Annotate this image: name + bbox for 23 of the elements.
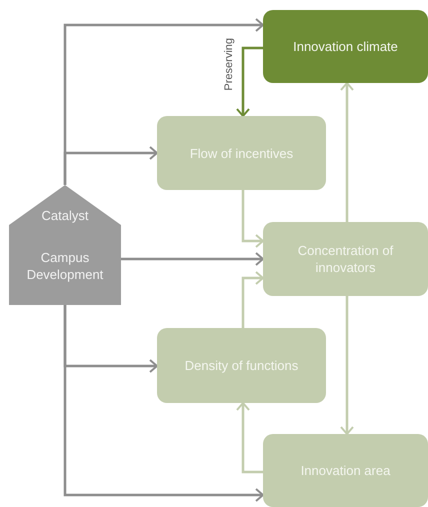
process-box [263,10,428,83]
process-box [263,222,428,296]
process-box [157,116,326,190]
arrow [242,190,264,248]
node-label: Concentration of innovators [296,242,394,276]
node-label: Density of functions [184,357,298,374]
arrow [236,46,263,117]
node-label: Innovation climate [293,38,398,55]
arrow [121,252,264,266]
process-box [263,434,428,507]
arrow [236,402,263,474]
node-label: Innovation area [300,462,390,479]
arrow [340,296,354,435]
node-label: Catalyst [40,207,90,224]
node-label: Flow of incentives [190,144,294,162]
pentagon-shape [9,185,121,305]
arrow [242,271,264,328]
process-box [157,328,326,403]
arrow [64,305,264,502]
node-label: Campus Development [26,249,104,283]
arrow [64,146,158,185]
arrow [340,82,354,222]
edge-label: Preserving [222,38,237,91]
